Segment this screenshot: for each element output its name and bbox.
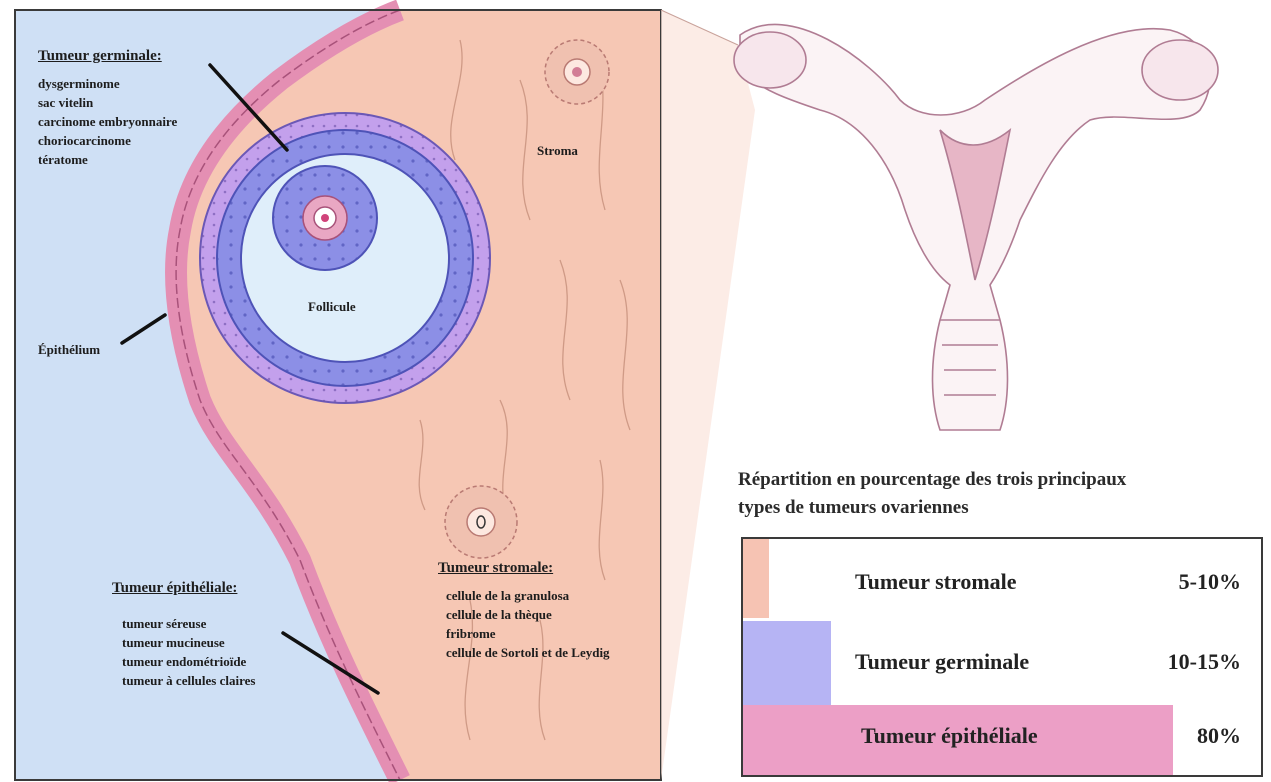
germinal-row-percent: 10-15% bbox=[1168, 649, 1241, 675]
follicle-label: Follicule bbox=[308, 299, 356, 315]
germinal-bar bbox=[743, 621, 831, 705]
list-item: carcinome embryonnaire bbox=[38, 112, 177, 131]
list-item: tumeur à cellules claires bbox=[122, 671, 255, 690]
germinal-row-name: Tumeur germinale bbox=[855, 649, 1029, 675]
distribution-caption: Répartition en pourcentage des trois pri… bbox=[738, 466, 1258, 522]
stromal-row-name: Tumeur stromale bbox=[855, 569, 1017, 595]
epithelial-tumor-title: Tumeur épithéliale: bbox=[112, 580, 237, 597]
list-item: tumeur mucineuse bbox=[122, 633, 255, 652]
list-item: tératome bbox=[38, 150, 177, 169]
epithelial-row-percent: 80% bbox=[1197, 723, 1241, 749]
uterus-illustration bbox=[734, 24, 1218, 430]
caption-line-1: Répartition en pourcentage des trois pri… bbox=[738, 466, 1258, 494]
list-item: cellule de la thèque bbox=[446, 605, 610, 624]
list-item: cellule de Sortoli et de Leydig bbox=[446, 643, 610, 662]
epithelial-tumor-list: tumeur séreuse tumeur mucineuse tumeur e… bbox=[122, 614, 255, 690]
stromal-row-percent: 5-10% bbox=[1179, 569, 1241, 595]
list-item: tumeur séreuse bbox=[122, 614, 255, 633]
small-follicle-bottom bbox=[445, 486, 517, 558]
list-item: cellule de la granulosa bbox=[446, 586, 610, 605]
list-item: dysgerminome bbox=[38, 74, 177, 93]
tumor-distribution-box: Tumeur stromale 5-10% Tumeur germinale 1… bbox=[741, 537, 1263, 777]
epithelium-label: Épithélium bbox=[38, 342, 100, 358]
list-item: fribrome bbox=[446, 624, 610, 643]
list-item: sac vitelin bbox=[38, 93, 177, 112]
list-item: tumeur endométrioïde bbox=[122, 652, 255, 671]
stromal-tumor-title: Tumeur stromale: bbox=[438, 560, 553, 577]
stroma-label: Stroma bbox=[537, 143, 578, 159]
list-item: choriocarcinome bbox=[38, 131, 177, 150]
stromal-bar bbox=[743, 539, 769, 618]
stromal-tumor-list: cellule de la granulosa cellule de la th… bbox=[446, 586, 610, 662]
epithelial-row-name: Tumeur épithéliale bbox=[861, 723, 1038, 749]
caption-line-2: types de tumeurs ovariennes bbox=[738, 494, 1258, 522]
small-follicle-top bbox=[545, 40, 609, 104]
germinal-tumor-title: Tumeur germinale: bbox=[38, 48, 162, 65]
germinal-tumor-list: dysgerminome sac vitelin carcinome embry… bbox=[38, 74, 177, 169]
large-follicle bbox=[200, 113, 490, 403]
